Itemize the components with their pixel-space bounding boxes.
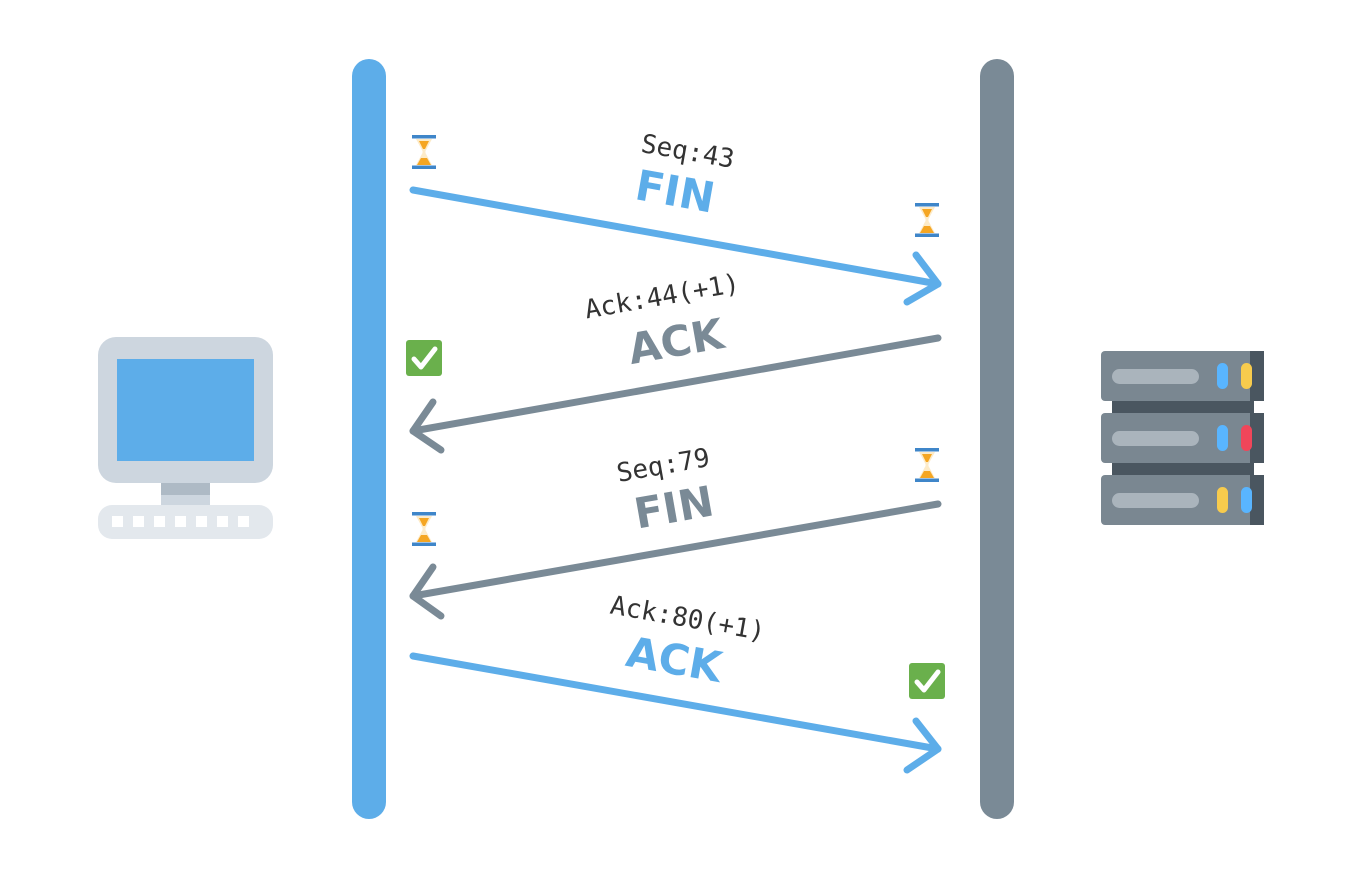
- arrow-head: [409, 398, 445, 454]
- server-rack-icon: [1101, 351, 1264, 525]
- hourglass-icon: [915, 203, 939, 237]
- message-fin-1: Seq:43 FIN: [409, 129, 942, 306]
- hourglass-icon: [915, 448, 939, 482]
- arrow-line: [409, 186, 942, 288]
- arrow-line: [409, 334, 942, 435]
- arrow-head: [903, 251, 942, 306]
- checkmark-icon: [909, 663, 945, 699]
- arrow-line: [409, 500, 942, 600]
- arrow-line: [409, 652, 942, 753]
- message-fin-2: Seq:79 FIN: [409, 443, 942, 620]
- arrow-head: [903, 717, 942, 774]
- checkmark-icon: [406, 340, 442, 376]
- message-ack-1: Ack:44(+1) ACK: [409, 269, 942, 454]
- message-ack-2: Ack:80(+1) ACK: [409, 591, 942, 774]
- hourglass-icon: [412, 512, 436, 546]
- message-type-label: FIN: [631, 476, 718, 538]
- message-type-label: ACK: [624, 309, 728, 374]
- hourglass-icon: [412, 135, 436, 169]
- computer-icon: [98, 337, 273, 539]
- arrow-head: [409, 563, 445, 620]
